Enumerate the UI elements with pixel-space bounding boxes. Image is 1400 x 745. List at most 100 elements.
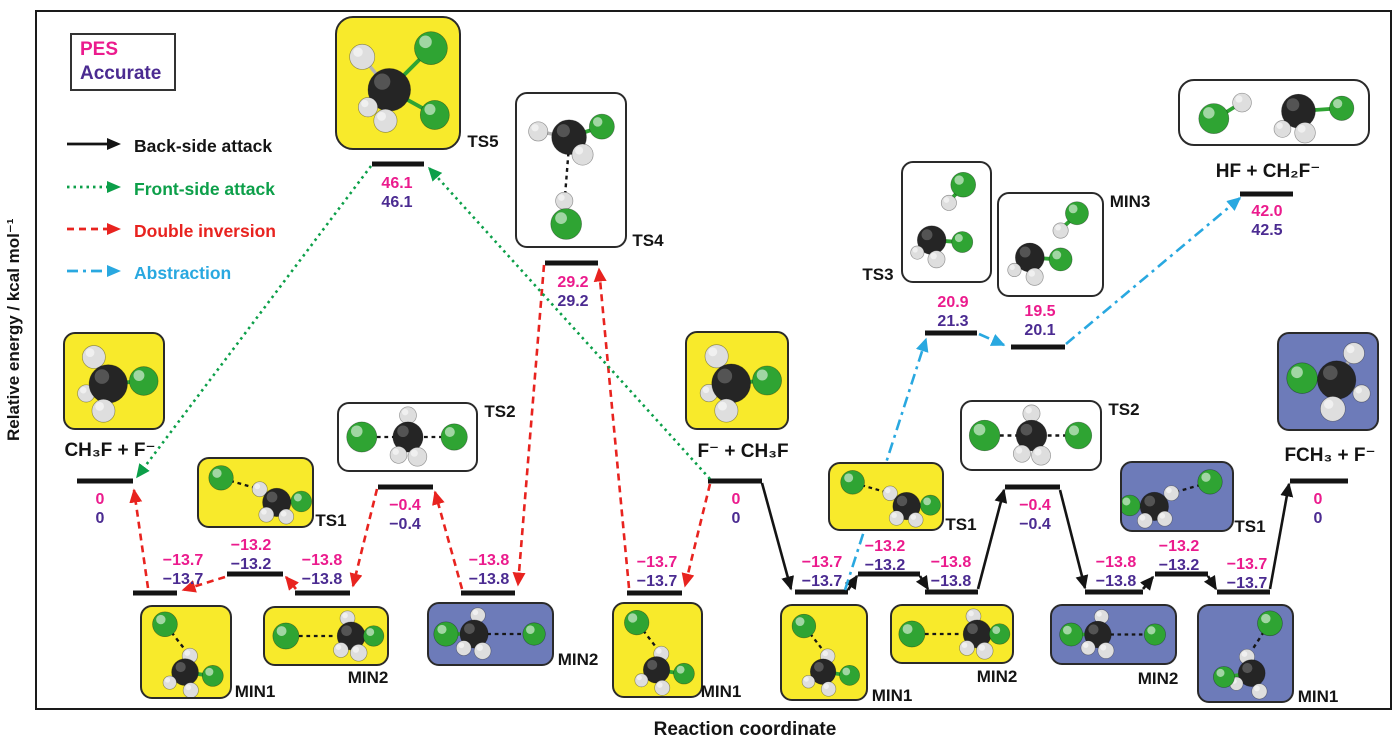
species-abstraction-product: HF + CH₂F⁻ — [1215, 161, 1321, 182]
accurate-value: −0.4 — [389, 516, 421, 533]
energy-label-right-min2: −13.8 −13.8 — [931, 553, 971, 591]
pes-value: −13.7 — [162, 552, 204, 569]
molecule-right-min2 — [890, 604, 1014, 664]
legend-frontside-label: Front-side attack — [134, 178, 275, 199]
molecule-ts5 — [335, 16, 461, 150]
pes-value: −0.4 — [1019, 497, 1051, 514]
legend-double-inversion-label: Double inversion — [134, 220, 276, 241]
accurate-value: 0 — [731, 510, 741, 527]
backside-arrow-icon — [66, 136, 122, 157]
pes-value: 0 — [731, 491, 741, 508]
label-right-min2: MIN2 — [976, 667, 1018, 686]
label-right-min1: MIN1 — [871, 686, 913, 705]
accurate-value: −13.7 — [162, 571, 204, 588]
label-ts4: TS4 — [632, 231, 664, 250]
label-center-min1: MIN1 — [700, 682, 742, 701]
pes-value: 0 — [95, 491, 105, 508]
energy-label-right-ts2: −0.4 −0.4 — [1019, 496, 1051, 534]
molecule-left-ts2 — [337, 402, 478, 472]
energy-label-ts4: 29.2 29.2 — [557, 273, 588, 311]
pes-value: 29.2 — [557, 274, 589, 291]
accurate-value: −13.2 — [864, 557, 906, 574]
molecule-center-reactant — [685, 331, 789, 430]
pes-value: −13.8 — [1095, 554, 1137, 571]
species-center-reactant: F⁻ + CH₃F — [697, 441, 789, 462]
molecule-right-ts1 — [828, 462, 944, 531]
legend-abstraction-label: Abstraction — [134, 262, 232, 283]
accurate-value: −13.8 — [301, 571, 343, 588]
pes-value: −13.7 — [636, 554, 678, 571]
accurate-value: −13.2 — [230, 556, 272, 573]
species-left-product: CH₃F + F⁻ — [64, 440, 156, 461]
legend-item-double-inversion: Double inversion — [66, 221, 276, 241]
label-right-ts1-inv: TS1 — [1234, 517, 1266, 536]
label-right-ts2: TS2 — [1108, 400, 1140, 419]
molecule-ts4 — [515, 92, 627, 248]
label-ts3: TS3 — [862, 265, 894, 284]
label-right-ts1: TS1 — [945, 515, 977, 534]
energy-label-right-min1: −13.7 −13.7 — [802, 553, 842, 591]
pes-value: 19.5 — [1024, 303, 1056, 320]
accurate-value: 0 — [1313, 510, 1323, 527]
legend-item-abstraction: Abstraction — [66, 263, 231, 283]
accurate-value: −13.7 — [636, 573, 678, 590]
pes-value: −13.7 — [801, 554, 843, 571]
energy-label-right-min2-inv: −13.8 −13.8 — [1096, 553, 1136, 591]
pes-value: −13.8 — [930, 554, 972, 571]
energy-label-ts3: 20.9 21.3 — [937, 293, 968, 331]
label-left-ts1: TS1 — [315, 511, 347, 530]
energy-label-center-min1: −13.7 −13.7 — [637, 553, 677, 591]
pes-value: −13.7 — [1226, 556, 1268, 573]
accurate-value: −13.8 — [930, 573, 972, 590]
molecule-ts3 — [901, 161, 992, 283]
method-legend: PES Accurate — [70, 33, 176, 91]
pes-value: −13.2 — [1158, 538, 1200, 555]
pes-value: −13.8 — [301, 552, 343, 569]
molecule-left-min1 — [140, 605, 232, 699]
legend-item-backside: Back-side attack — [66, 136, 272, 156]
legend-accurate-label: Accurate — [80, 63, 162, 84]
species-right-product: FCH₃ + F⁻ — [1284, 445, 1376, 466]
legend-pes-label: PES — [80, 39, 119, 60]
legend-backside-label: Back-side attack — [134, 135, 273, 156]
pes-value: 46.1 — [381, 175, 413, 192]
legend-item-frontside: Front-side attack — [66, 179, 275, 199]
pes-value: 0 — [1313, 491, 1323, 508]
molecule-left-min2-inv — [427, 602, 554, 666]
label-right-min1-inv: MIN1 — [1297, 687, 1339, 706]
energy-label-left-ts1: −13.2 −13.2 — [231, 536, 271, 574]
pes-value: −13.2 — [230, 537, 272, 554]
energy-label-min3: 19.5 20.1 — [1024, 302, 1055, 340]
molecule-right-ts1-inv — [1120, 461, 1234, 532]
pes-value: 20.9 — [937, 294, 969, 311]
accurate-value: 46.1 — [381, 194, 413, 211]
energy-label-left-min2-inv: −13.8 −13.8 — [469, 551, 509, 589]
molecule-right-ts2 — [960, 400, 1102, 471]
molecule-abstraction-product — [1178, 79, 1370, 146]
accurate-value: −13.8 — [1095, 573, 1137, 590]
accurate-value: 20.1 — [1024, 322, 1056, 339]
accurate-value: 21.3 — [937, 313, 969, 330]
accurate-value: −0.4 — [1019, 516, 1051, 533]
pes-value: 42.0 — [1251, 203, 1283, 220]
label-right-min2-inv: MIN2 — [1137, 669, 1179, 688]
accurate-value: 42.5 — [1251, 222, 1283, 239]
label-left-min1: MIN1 — [234, 682, 276, 701]
label-left-ts2: TS2 — [484, 402, 516, 421]
accurate-value: −13.7 — [801, 573, 843, 590]
molecule-min3 — [997, 192, 1104, 297]
pes-value: −13.8 — [468, 552, 510, 569]
pes-value: −13.2 — [864, 538, 906, 555]
molecule-right-min1-inv — [1197, 604, 1294, 703]
molecule-left-ts1 — [197, 457, 314, 528]
accurate-value: 29.2 — [557, 293, 589, 310]
molecule-center-min1 — [612, 602, 703, 698]
energy-label-left-product: 0 0 — [96, 490, 105, 528]
label-ts5: TS5 — [467, 132, 499, 151]
x-axis-label: Reaction coordinate — [653, 719, 837, 740]
double-inversion-arrow-icon — [66, 221, 122, 242]
energy-label-left-ts2: −0.4 −0.4 — [389, 496, 421, 534]
abstraction-arrow-icon — [66, 263, 122, 284]
energy-label-right-ts1-inv: −13.2 −13.2 — [1159, 537, 1199, 575]
